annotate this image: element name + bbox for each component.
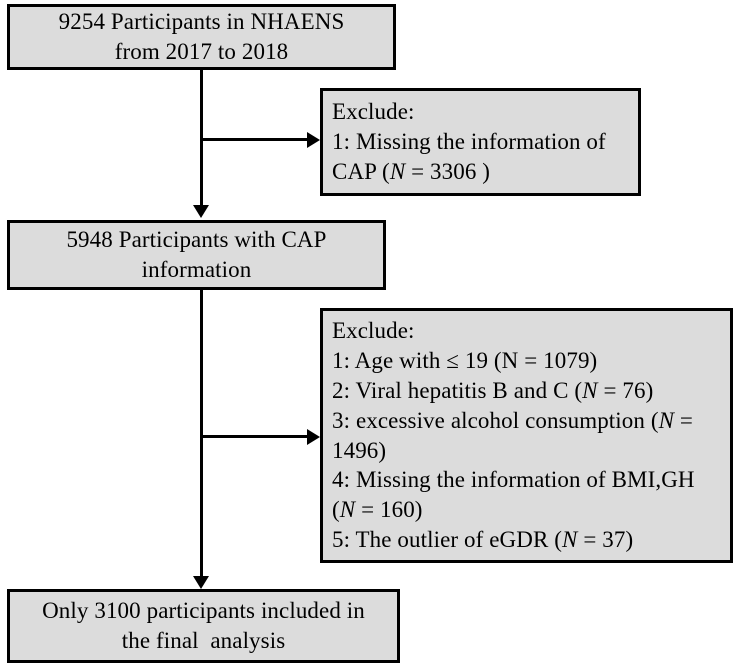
connector-branch-1 [200, 138, 310, 141]
exclusion-2-item-1: 1: Age with ≤ 19 (N = 1079) [332, 347, 598, 373]
connector-branch-2 [200, 435, 310, 438]
exclusion-2-item-5-suffix: = 37) [577, 527, 634, 553]
source-population-line-2: from 2017 to 2018 [114, 39, 289, 64]
exclusion-2-item-2-prefix: 2: Viral hepatitis B and C ( [332, 377, 583, 403]
node-source-population: 9254 Participants in NHAENS from 2017 to… [7, 4, 396, 70]
exclusion-1-count-variable: N [389, 158, 406, 184]
exclusion-2-item-3-suffix: = [674, 407, 693, 433]
exclusion-2-item-3-variable: N [658, 407, 675, 433]
exclusion-2-item-4-wrap: (N = 160) [332, 495, 726, 525]
cap-population-line-1: 5948 Participants with CAP [66, 227, 327, 253]
exclusion-1-item-1: 1: Missing the information of [332, 129, 606, 155]
exclusion-2-item-4-paren-open: ( [332, 497, 340, 523]
cap-population-line-2: information [141, 257, 252, 282]
final-population-line-2: the final analysis [121, 628, 286, 653]
exclusion-2-item-4-paren-close: = 160) [355, 497, 423, 523]
exclusion-2-item-4-variable: N [339, 497, 356, 523]
arrowhead-to-cap-population [193, 205, 209, 218]
exclusion-2-item-5-variable: N [562, 527, 578, 553]
exclusion-2-item-3: 3: excessive alcohol consumption (N = [332, 406, 726, 436]
exclusion-1-item-1-count: CAP (N = 3306 ) [332, 157, 634, 187]
node-exclusion-2: Exclude: 1: Age with ≤ 19 (N = 1079) 2: … [320, 308, 733, 563]
exclusion-2-item-4: 4: Missing the information of BMI,GH [332, 467, 695, 493]
exclusion-1-count-prefix: CAP ( [332, 158, 390, 184]
arrowhead-to-exclusion-2 [307, 429, 320, 445]
node-cap-population: 5948 Participants with CAP information [7, 220, 386, 290]
exclusion-2-header: Exclude: [332, 317, 415, 343]
exclusion-2-item-2-variable: N [582, 377, 598, 403]
node-final-population: Only 3100 participants included in the f… [7, 589, 400, 663]
arrowhead-to-final-population [193, 576, 209, 589]
exclusion-1-count-suffix: = 3306 ) [405, 158, 491, 184]
exclusion-2-item-2-suffix: = 76) [597, 377, 654, 403]
node-exclusion-1: Exclude: 1: Missing the information of C… [320, 88, 641, 196]
arrowhead-to-exclusion-1 [307, 132, 320, 148]
final-population-line-1: Only 3100 participants included in [42, 598, 365, 624]
connector-trunk-2 [200, 290, 203, 578]
exclusion-2-item-3-prefix: 3: excessive alcohol consumption ( [332, 407, 659, 433]
source-population-line-1: 9254 Participants in NHAENS [58, 9, 345, 35]
exclusion-2-item-2: 2: Viral hepatitis B and C (N = 76) [332, 376, 726, 406]
exclusion-2-item-5: 5: The outlier of eGDR (N = 37) [332, 525, 726, 555]
exclusion-2-item-3-wrap: 1496) [332, 437, 387, 463]
exclusion-1-header: Exclude: [332, 99, 415, 125]
exclusion-2-item-5-prefix: 5: The outlier of eGDR ( [332, 527, 563, 553]
